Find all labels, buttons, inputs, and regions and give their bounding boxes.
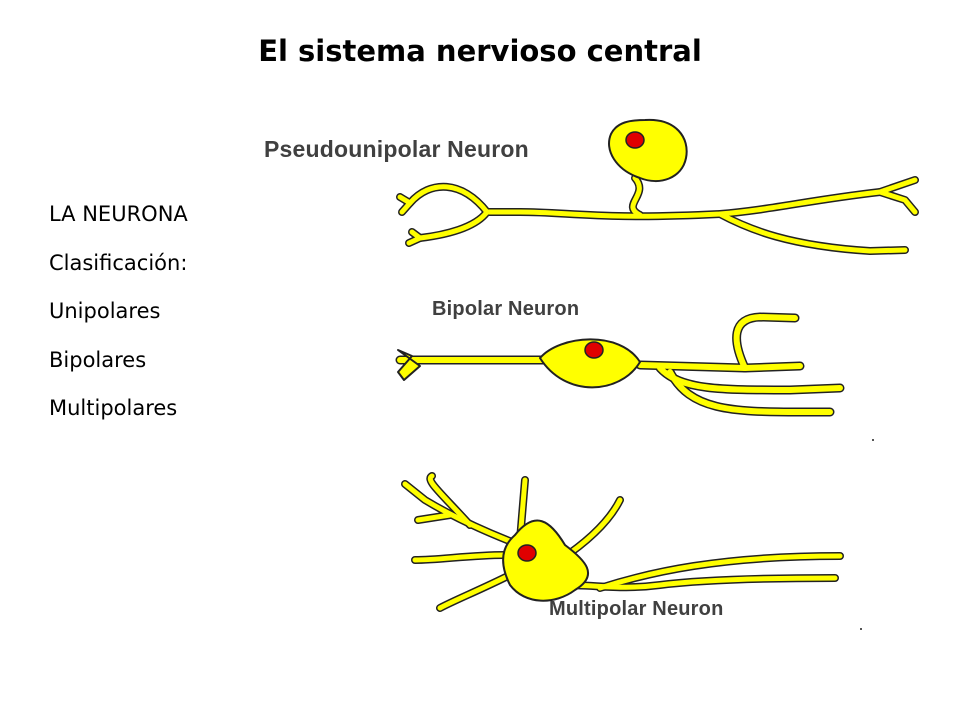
list-item-bipolar: Bipolares: [49, 347, 147, 372]
multipolar-neuron: [401, 472, 844, 612]
stray-dot: [872, 439, 874, 441]
pseudounipolar-neuron-label: Pseudounipolar Neuron: [264, 136, 529, 162]
stray-dot: [860, 628, 862, 630]
list-item-unipolar: Unipolares: [49, 299, 161, 323]
slide-title: El sistema nervioso central: [258, 34, 702, 68]
classification-list: LA NEURONA Clasificación: Unipolares Bip…: [49, 198, 188, 441]
list-item-heading: LA NEURONA: [49, 202, 188, 226]
list-item-multipolar: Multipolares: [49, 396, 178, 420]
bipolar-neuron: [395, 312, 845, 417]
list-item-classification: Clasificación:: [49, 250, 188, 275]
multipolar-neuron-label: Multipolar Neuron: [549, 598, 724, 620]
bipolar-neuron-label: Bipolar Neuron: [432, 298, 580, 320]
